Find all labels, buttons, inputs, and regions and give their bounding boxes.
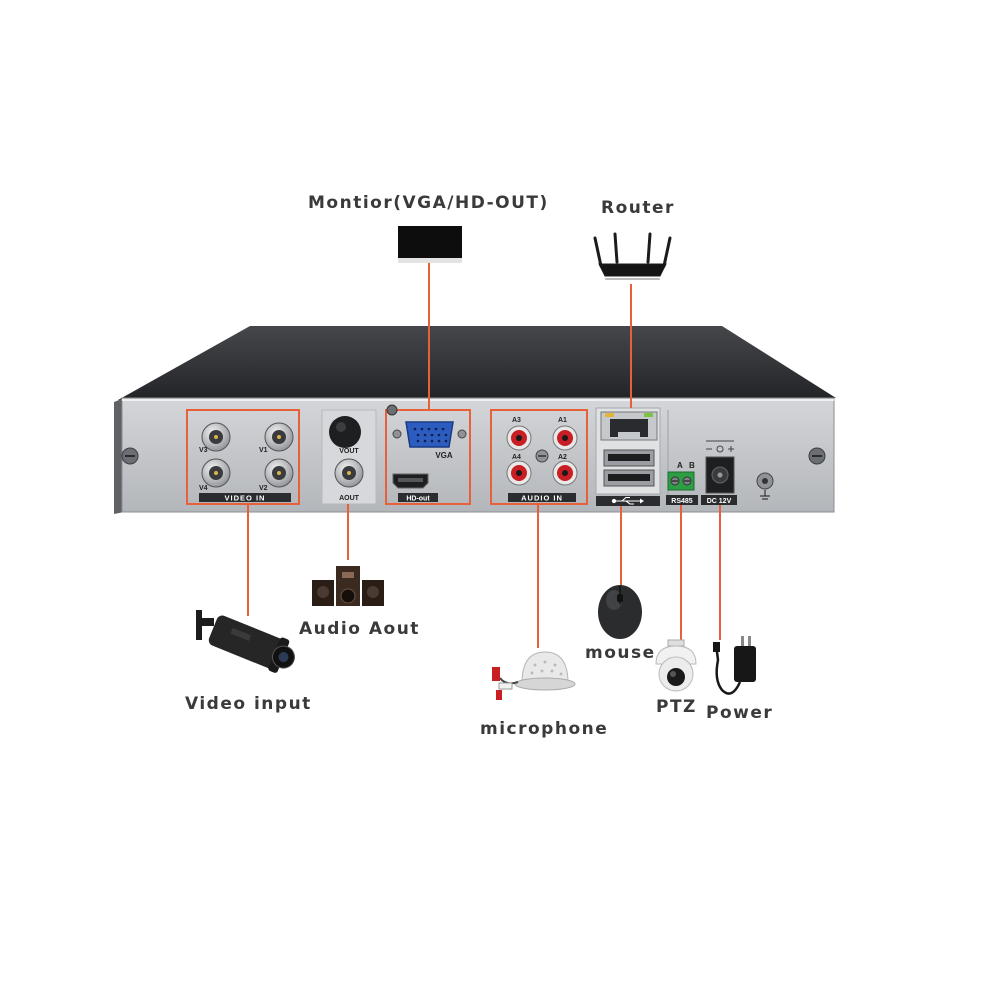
video-in-highlight bbox=[186, 409, 300, 505]
dc-power-jack[interactable] bbox=[705, 456, 735, 494]
rs485-a-label: A bbox=[677, 461, 683, 470]
rs485-b-label: B bbox=[689, 461, 695, 470]
bullet-camera-icon bbox=[196, 610, 295, 673]
usb-port-bottom[interactable] bbox=[603, 469, 655, 487]
microphone-label: microphone bbox=[480, 719, 609, 739]
hd-out-label: HD-out bbox=[406, 496, 430, 503]
hd-out-label-bar bbox=[398, 493, 438, 502]
lan-usb-group bbox=[595, 407, 661, 506]
usb-port-top[interactable] bbox=[603, 449, 655, 467]
screw-left bbox=[121, 447, 139, 465]
usb-icon bbox=[611, 496, 644, 505]
vout-port[interactable] bbox=[329, 416, 361, 448]
router-icon bbox=[593, 232, 672, 280]
v3-label: V3 bbox=[199, 447, 208, 454]
aout-label: AOUT bbox=[339, 495, 360, 502]
audio-in-label-bar bbox=[508, 493, 576, 502]
v1-label: V1 bbox=[259, 447, 268, 454]
monitor-label: Montior(VGA/HD-OUT) bbox=[308, 193, 549, 213]
rs485-terminal[interactable] bbox=[667, 471, 695, 491]
screw-top bbox=[386, 404, 398, 416]
microphone-icon bbox=[492, 651, 576, 700]
vga-port[interactable] bbox=[392, 421, 467, 448]
audio-out-label: Audio Aout bbox=[299, 619, 420, 639]
monitor-icon bbox=[398, 226, 462, 263]
chassis-top bbox=[118, 326, 836, 400]
screw-middle bbox=[535, 449, 549, 463]
rs485-dc-group: A B RS485 DC 12V bbox=[666, 440, 737, 505]
bnc-port-v3[interactable] bbox=[201, 422, 231, 452]
router-label: Router bbox=[601, 198, 675, 218]
a4-label: A4 bbox=[512, 454, 521, 461]
video-in-label: VIDEO IN bbox=[225, 494, 266, 503]
aout-port[interactable] bbox=[334, 458, 364, 488]
speaker-icon bbox=[312, 566, 384, 606]
rca-port-a2[interactable] bbox=[552, 460, 578, 486]
audio-in-label: AUDIO IN bbox=[521, 494, 563, 503]
mouse-label: mouse bbox=[585, 643, 656, 663]
bnc-port-v1[interactable] bbox=[264, 422, 294, 452]
power-label: Power bbox=[706, 703, 774, 723]
rca-port-a4[interactable] bbox=[506, 460, 532, 486]
audio-in-group: A3 A1 A4 A2 AUDIO IN bbox=[490, 409, 588, 505]
vout-label: VOUT bbox=[339, 448, 359, 455]
screw-right bbox=[808, 447, 826, 465]
lan-port[interactable] bbox=[600, 411, 658, 441]
v4-label: V4 bbox=[199, 485, 208, 492]
a3-label: A3 bbox=[512, 417, 521, 424]
hdmi-port[interactable] bbox=[392, 473, 429, 489]
bnc-port-v2[interactable] bbox=[264, 458, 294, 488]
v2-label: V2 bbox=[259, 485, 268, 492]
vga-label: VGA bbox=[435, 451, 453, 460]
a2-label: A2 bbox=[558, 454, 567, 461]
rca-port-a1[interactable] bbox=[552, 425, 578, 451]
video-input-label: Video input bbox=[185, 694, 312, 714]
video-in-group: V3 V1 V4 V2 VIDEO IN bbox=[186, 409, 300, 505]
dc-label-bar bbox=[701, 495, 737, 505]
ground-icon bbox=[756, 472, 774, 500]
video-in-label-bar bbox=[199, 493, 291, 502]
ptz-label: PTZ bbox=[656, 697, 697, 717]
rs485-label-bar bbox=[666, 495, 698, 505]
dc-label: DC 12V bbox=[707, 498, 732, 505]
a1-label: A1 bbox=[558, 417, 567, 424]
video-out-group: VGA HD-out bbox=[385, 404, 471, 505]
power-adapter-icon bbox=[713, 636, 756, 695]
vout-aout-group: VOUT AOUT bbox=[321, 409, 377, 505]
bnc-port-v4[interactable] bbox=[201, 458, 231, 488]
connector-lines bbox=[247, 262, 721, 648]
mouse-icon bbox=[598, 585, 642, 639]
rs485-label: RS485 bbox=[671, 498, 693, 505]
ptz-camera-icon bbox=[655, 639, 697, 692]
rca-port-a3[interactable] bbox=[506, 425, 532, 451]
dc-polarity-icon bbox=[706, 440, 734, 453]
